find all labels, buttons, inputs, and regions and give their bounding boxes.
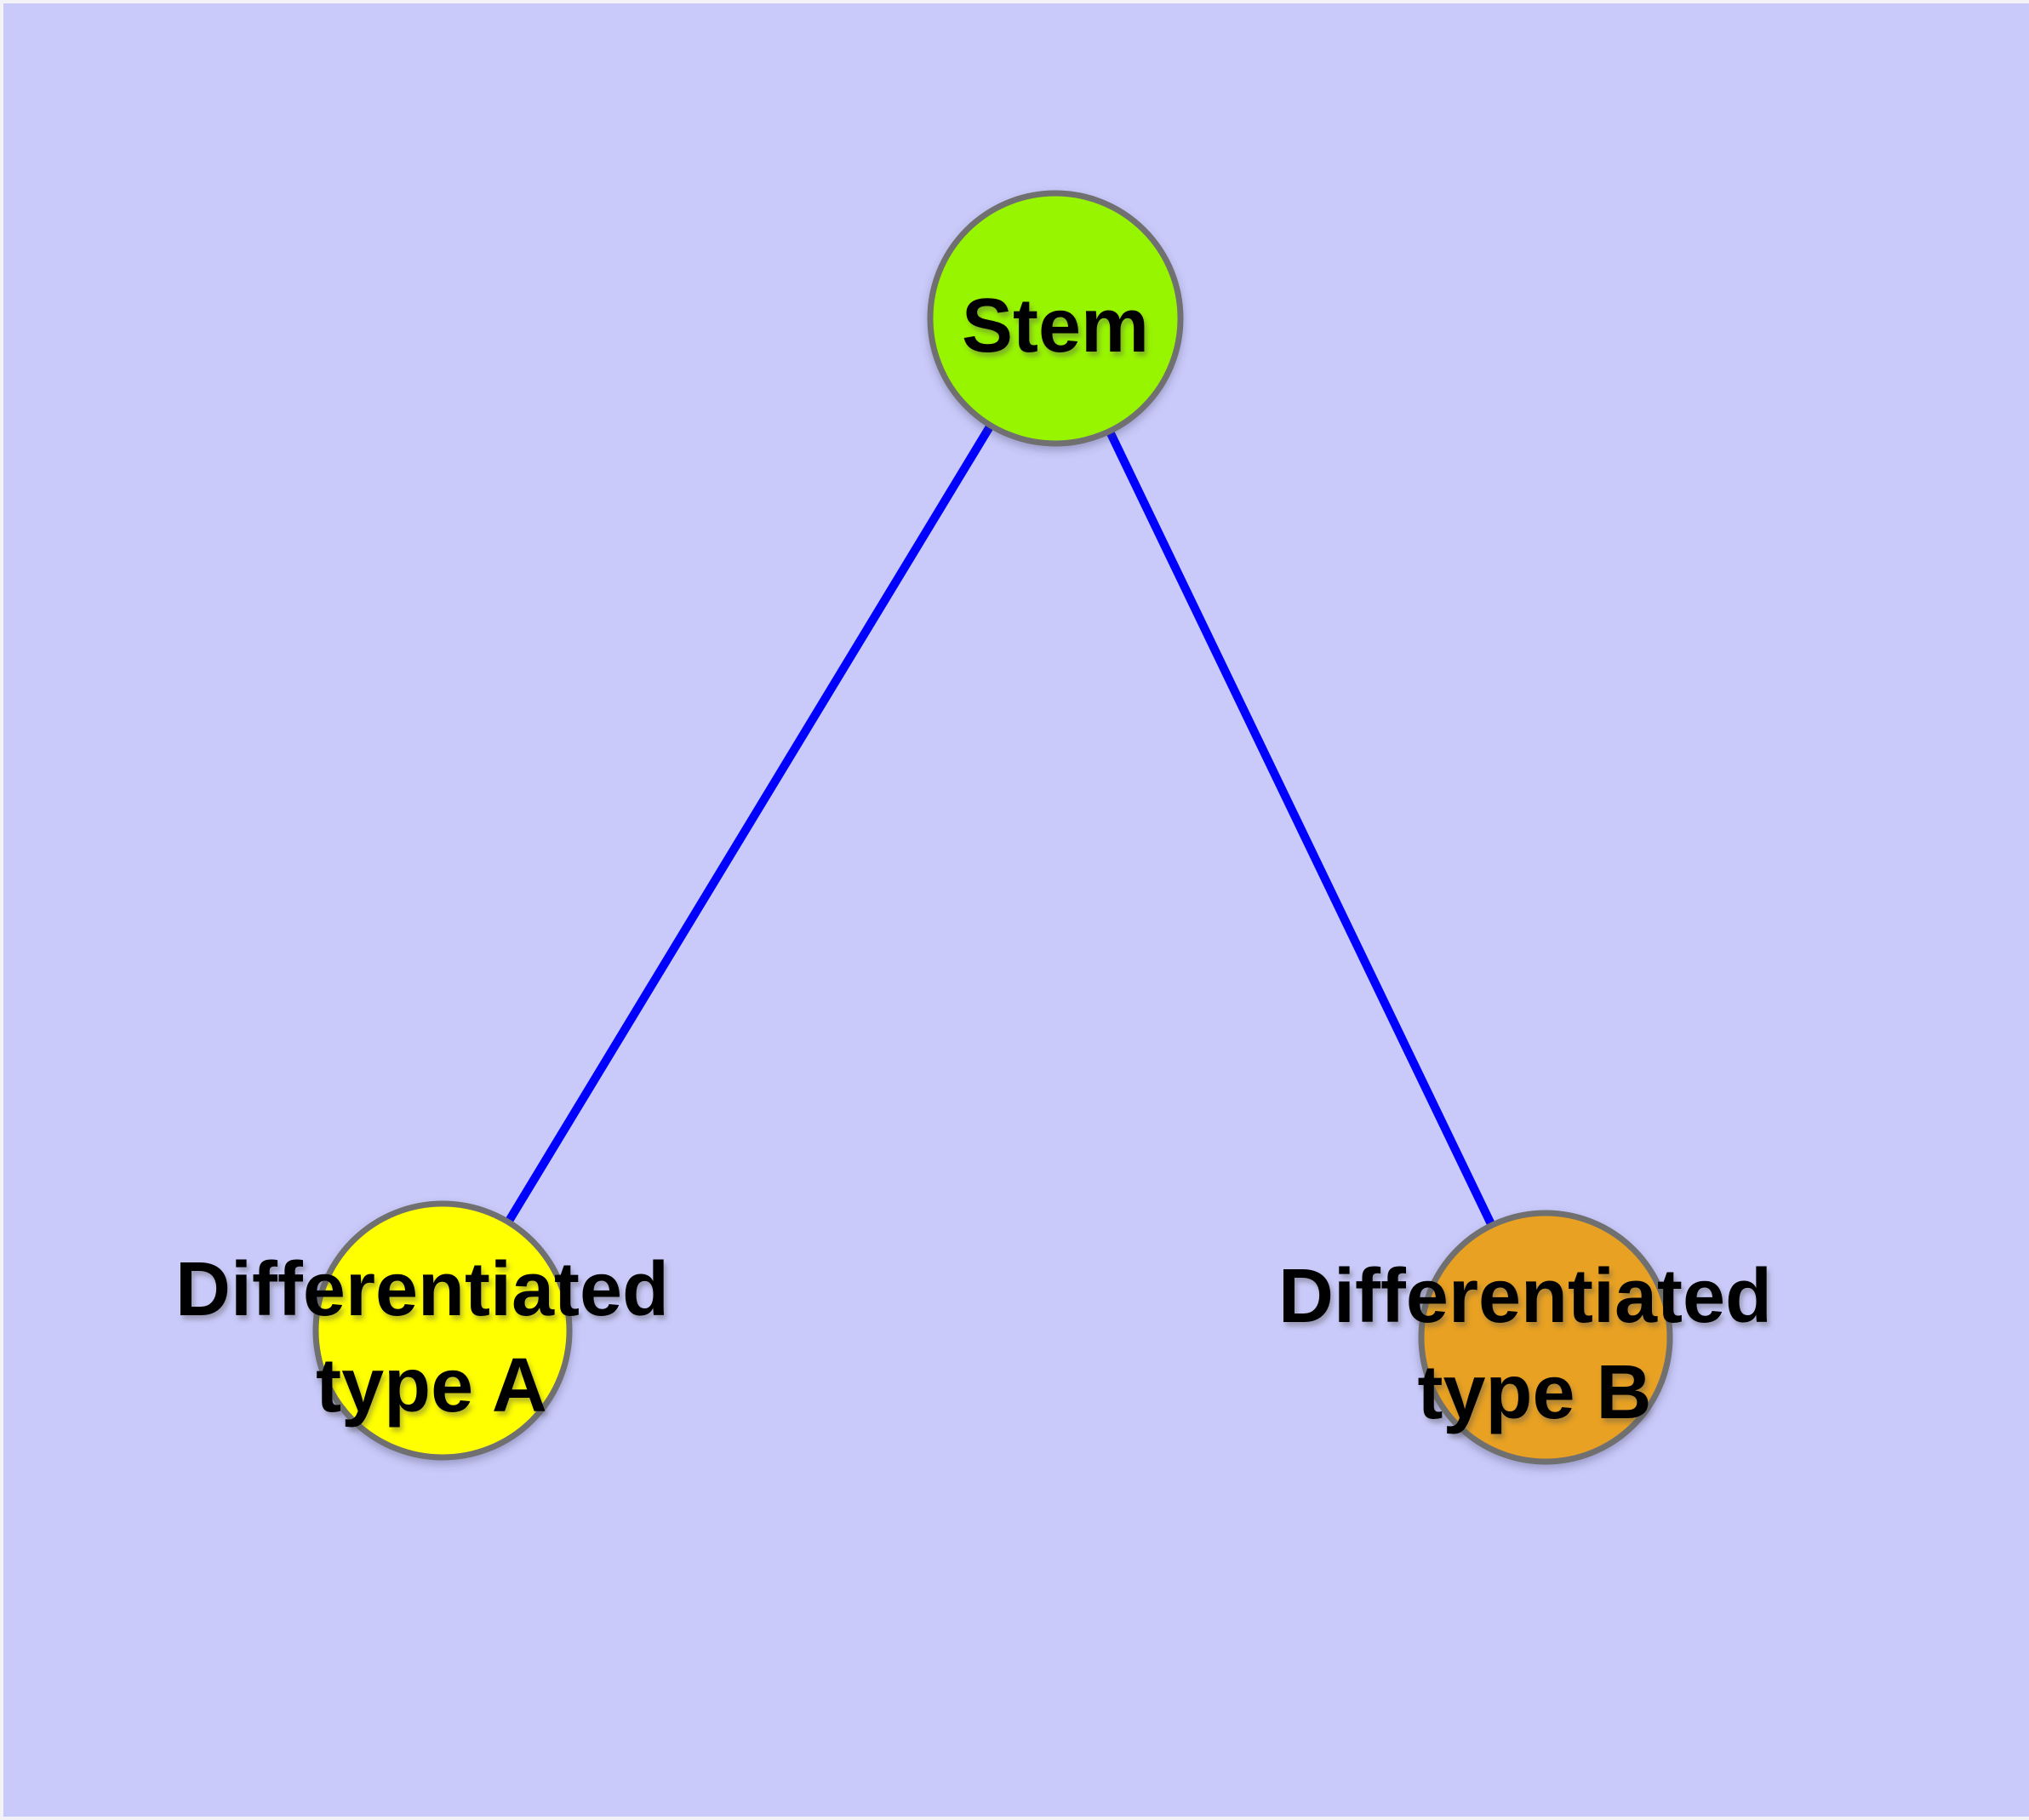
node-differentiated-type-a <box>312 1200 573 1461</box>
edge-stem-to-type-b <box>1051 316 1550 1340</box>
node-type-a-label-line2: type A <box>316 1343 547 1428</box>
node-type-b-label-line2: type B <box>1417 1350 1651 1435</box>
node-differentiated-type-b <box>1418 1210 1673 1465</box>
edge-stem-to-type-a <box>438 316 1060 1333</box>
node-type-b-label-line1: Differentiated <box>1278 1254 1772 1339</box>
node-stem <box>927 190 1184 447</box>
node-type-a-label-line1: Differentiated <box>175 1247 669 1332</box>
node-stem-label: Stem <box>962 283 1149 369</box>
